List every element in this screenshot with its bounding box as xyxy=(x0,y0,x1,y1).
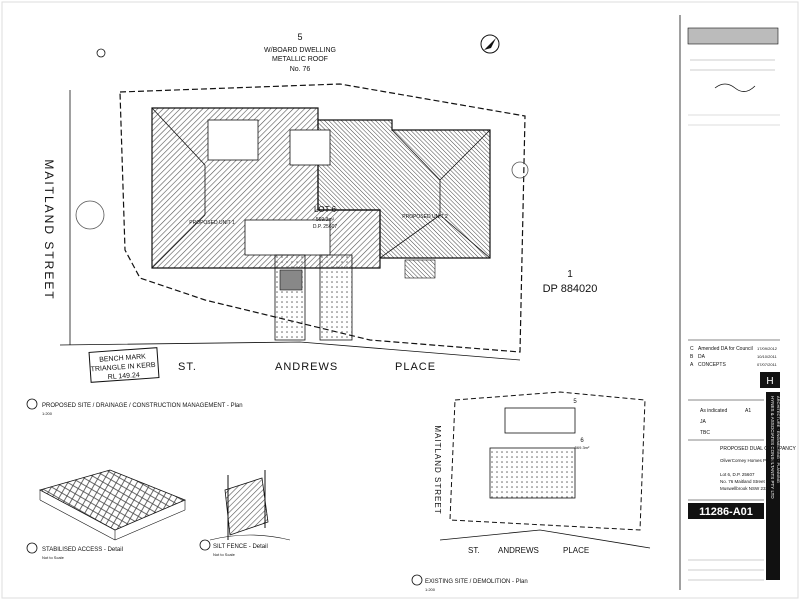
approval-stamp xyxy=(687,27,779,45)
driveway-unit-2 xyxy=(319,254,353,341)
revision-rev: B xyxy=(690,354,694,360)
job-number-box xyxy=(688,503,764,519)
stabilised-access-pad xyxy=(279,269,303,291)
tree-icon xyxy=(75,200,105,230)
firm-logo-letter: H xyxy=(766,376,773,387)
lot-area: 569.3m² xyxy=(316,217,335,223)
existing-street-st: ST. xyxy=(468,546,480,555)
detail-reference-icon xyxy=(199,539,211,551)
road-edge xyxy=(59,341,521,361)
scale-value: As indicated xyxy=(700,408,727,414)
revision-rev: A xyxy=(690,362,694,368)
checked-by: TBC xyxy=(700,430,710,436)
water-tank xyxy=(404,259,436,279)
existing-street-maitland: MAITLAND STREET xyxy=(433,425,442,514)
neighbour-lot-number: 5 xyxy=(297,32,302,42)
main-plan-title: PROPOSED SITE / DRAINAGE / CONSTRUCTION … xyxy=(42,403,243,409)
adjoining-dp: DP 884020 xyxy=(543,283,598,295)
revision-date: 07/07/2011 xyxy=(757,362,777,367)
north-arrow-small-icon xyxy=(96,48,106,58)
existing-plan-title: EXISTING SITE / DEMOLITION - Plan xyxy=(425,579,528,585)
plan-reference-icon xyxy=(26,398,38,410)
existing-dwelling xyxy=(489,447,576,499)
firm-name-vertical: HYNES & ASSOCIATES CONSULTANTS PTY LTD xyxy=(770,396,775,499)
revision-rev: C xyxy=(690,346,694,352)
main-site-plan: 5 W/BOARD DWELLING METALLIC ROOF No. 76 xyxy=(26,32,598,416)
silt-fence-title: SILT FENCE - Detail xyxy=(213,544,268,550)
existing-plan-scale: 1:200 xyxy=(425,587,436,592)
neighbour-roof: METALLIC ROOF xyxy=(272,56,328,63)
firm-logo xyxy=(760,372,780,388)
existing-street-andrews: ANDREWS xyxy=(498,546,539,555)
bench-mark-title: BENCH MARK xyxy=(99,353,146,363)
revision-date: 17/09/2012 xyxy=(757,346,778,351)
revision-date: 10/10/2011 xyxy=(757,354,777,359)
site-address-suburb: Muswellbrook NSW 2333 xyxy=(720,486,771,491)
unit-2-label: PROPOSED UNIT 2 xyxy=(402,214,448,220)
street-name-maitland: MAITLAND STREET xyxy=(42,159,56,300)
project-title: PROPOSED DUAL OCCUPANCY xyxy=(720,446,797,452)
street-name-place: PLACE xyxy=(395,361,436,373)
existing-street-place: PLACE xyxy=(563,546,589,555)
silt-fence-detail: SILT FENCE - Detail Not to Scale xyxy=(199,470,291,557)
street-name-andrews: ANDREWS xyxy=(275,361,338,373)
courtyard-unit-1 xyxy=(207,119,259,161)
silt-fence-scale: Not to Scale xyxy=(213,552,236,557)
adjoining-lot-number: 1 xyxy=(567,269,573,280)
existing-neighbour-dwelling xyxy=(504,407,576,434)
stabilised-access-title: STABILISED ACCESS - Detail xyxy=(42,547,123,553)
courtyard-central xyxy=(289,129,331,166)
revision-table: C Amended DA for Council 17/09/2012 B DA… xyxy=(690,346,778,368)
existing-lot-area: 569.3m² xyxy=(575,445,590,450)
driveway-unit-1 xyxy=(274,254,306,341)
neighbour-house-number: No. 76 xyxy=(290,66,311,73)
main-plan-scale: 1:200 xyxy=(42,411,53,416)
existing-site-plan: 5 6 569.3m² MAITLAND STREET ST. ANDREWS … xyxy=(411,391,651,592)
bench-mark-box: BENCH MARK TRIANGLE IN KERB RL 149.24 xyxy=(88,347,160,383)
sheet-size: A1 xyxy=(745,408,751,414)
lot-label: LOT 6 xyxy=(314,205,337,214)
site-boundary xyxy=(119,83,526,353)
job-number: 11286-A01 xyxy=(699,506,753,518)
client-name: OliverCorney Homes Pty Ltd xyxy=(720,458,778,463)
existing-boundary xyxy=(449,391,646,531)
drawn-by: JA xyxy=(700,419,707,425)
stabilised-access-scale: Not to Scale xyxy=(42,555,65,560)
firm-strip xyxy=(766,392,780,580)
revision-desc: DA xyxy=(698,354,706,360)
neighbour-description: W/BOARD DWELLING xyxy=(264,47,336,54)
existing-lot-number: 6 xyxy=(580,438,584,444)
revision-desc: Amended DA for Council xyxy=(698,346,753,352)
title-block: C Amended DA for Council 17/09/2012 B DA… xyxy=(679,15,797,590)
existing-road-edge xyxy=(439,529,651,549)
bench-mark-rl: RL 149.24 xyxy=(108,372,141,381)
street-name-st: ST. xyxy=(178,361,197,373)
unit-1-label: PROPOSED UNIT 1 xyxy=(189,220,235,226)
north-arrow-icon xyxy=(480,34,500,54)
site-address-street: No. 76 Maitland Street xyxy=(720,479,766,484)
signature-mark xyxy=(714,83,756,92)
stabilised-access-detail: STABILISED ACCESS - Detail Not to Scale xyxy=(26,469,187,560)
lot-dp: D.P. 25607 xyxy=(313,224,338,230)
plan-reference-icon xyxy=(411,574,423,586)
tree-icon xyxy=(511,161,529,179)
detail-reference-icon xyxy=(26,542,38,554)
existing-neighbour-number: 5 xyxy=(573,399,577,405)
revision-desc: CONCEPTS xyxy=(698,362,726,368)
site-address-lot: Lot 6, D.P. 25607 xyxy=(720,472,755,477)
bench-mark-desc: TRIANGLE IN KERB xyxy=(91,362,157,374)
firm-tagline-vertical: ARCHITECTURE · ENGINEERING · PLANNING xyxy=(776,396,781,483)
